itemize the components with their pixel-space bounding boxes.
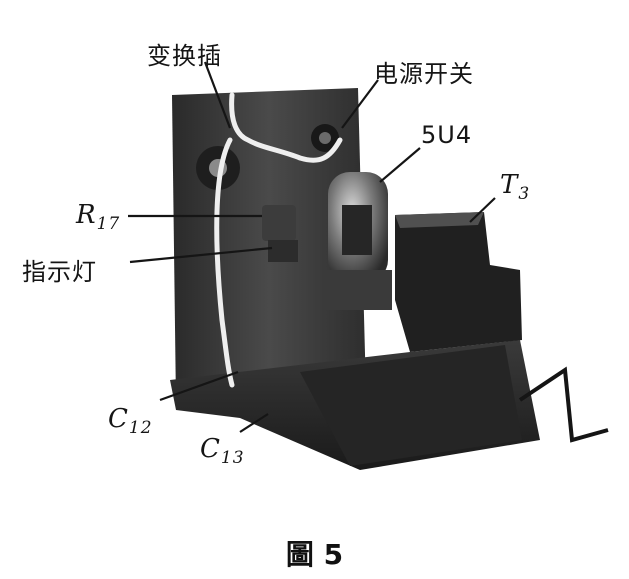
leader-switch-plug: [203, 61, 232, 129]
lamp-holder: [268, 240, 298, 262]
leader-power-switch: [341, 79, 379, 129]
c13-subscript: 13: [220, 448, 245, 468]
label-c12: C12: [108, 404, 153, 438]
label-resistor: R17: [76, 200, 120, 234]
label-c13: C13: [200, 434, 245, 468]
chassis-side: [300, 345, 522, 466]
leader-c13: [239, 413, 269, 433]
transformer-subscript: 3: [518, 184, 531, 204]
leader-lamp: [129, 246, 273, 264]
label-indicator-lamp: 指示灯: [22, 258, 97, 286]
wire: [214, 92, 343, 388]
c12-subscript: 12: [128, 418, 153, 438]
resistor-subscript: 17: [96, 214, 121, 234]
label-transformer: T3: [500, 170, 530, 204]
label-tube: 5U4: [421, 121, 473, 149]
c12-symbol: C: [108, 404, 129, 434]
resistor-body: [262, 205, 296, 241]
resistor-symbol: R: [76, 200, 97, 230]
leader-c12: [159, 370, 239, 402]
transformer-symbol: T: [500, 170, 519, 200]
figure-caption: 圖 5: [285, 538, 344, 571]
rectifier-tube: [322, 172, 392, 310]
label-power-switch: 电源开关: [374, 60, 474, 88]
transformer-block: [395, 212, 522, 352]
leader-transformer: [469, 197, 496, 223]
label-switch-plug: 变换插: [147, 42, 222, 70]
c13-symbol: C: [200, 434, 221, 464]
leader-tube: [379, 147, 421, 183]
break-line: [518, 366, 609, 443]
